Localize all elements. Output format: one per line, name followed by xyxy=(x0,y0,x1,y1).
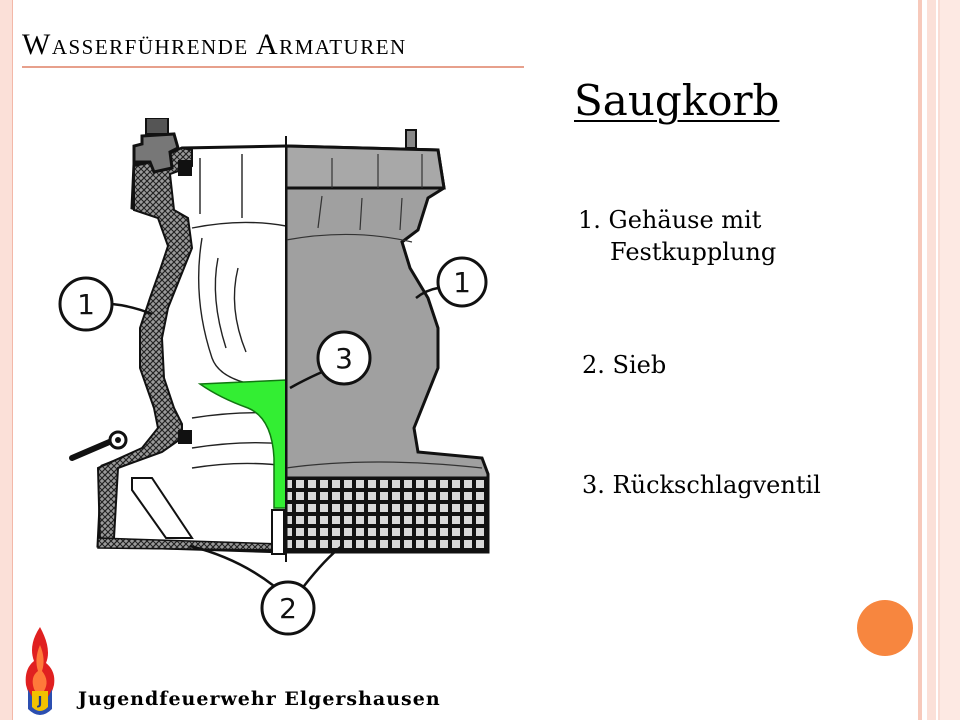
callout-label: 2 xyxy=(279,592,297,625)
list-item-text: Gehäuse mit xyxy=(608,206,762,234)
list-item-text-continued: Festkupplung xyxy=(610,238,777,266)
left-frame-stripe xyxy=(0,0,13,720)
suction-strainer-diagram: 1 1 3 2 xyxy=(58,118,490,636)
sieve-highlight xyxy=(197,379,287,509)
jugendfeuerwehr-logo-icon: J xyxy=(25,627,55,715)
list-item-check-valve: 3. Rückschlagventil xyxy=(582,469,821,501)
list-item-housing: 1. Gehäuse mit Festkupplung xyxy=(578,204,776,268)
callout-label: 1 xyxy=(453,266,471,299)
list-item-number: 3. xyxy=(582,471,605,499)
list-item-text: Sieb xyxy=(612,351,667,379)
title-underline xyxy=(22,66,524,68)
list-item-text: Rückschlagventil xyxy=(612,471,821,499)
svg-text:J: J xyxy=(37,694,42,708)
right-frame-stripes xyxy=(918,0,960,720)
footer-text: Jugendfeuerwehr Elgershausen xyxy=(78,688,441,710)
orange-circle-icon xyxy=(857,600,913,656)
list-item-sieve: 2. Sieb xyxy=(582,349,666,381)
callout-label: 1 xyxy=(77,288,95,321)
slide-title: Wasserführende Armaturen xyxy=(22,28,407,61)
slide-subtitle: Saugkorb xyxy=(574,76,780,125)
list-item-number: 2. xyxy=(582,351,605,379)
list-item-number: 1. xyxy=(578,206,601,234)
callout-label: 3 xyxy=(335,342,353,375)
